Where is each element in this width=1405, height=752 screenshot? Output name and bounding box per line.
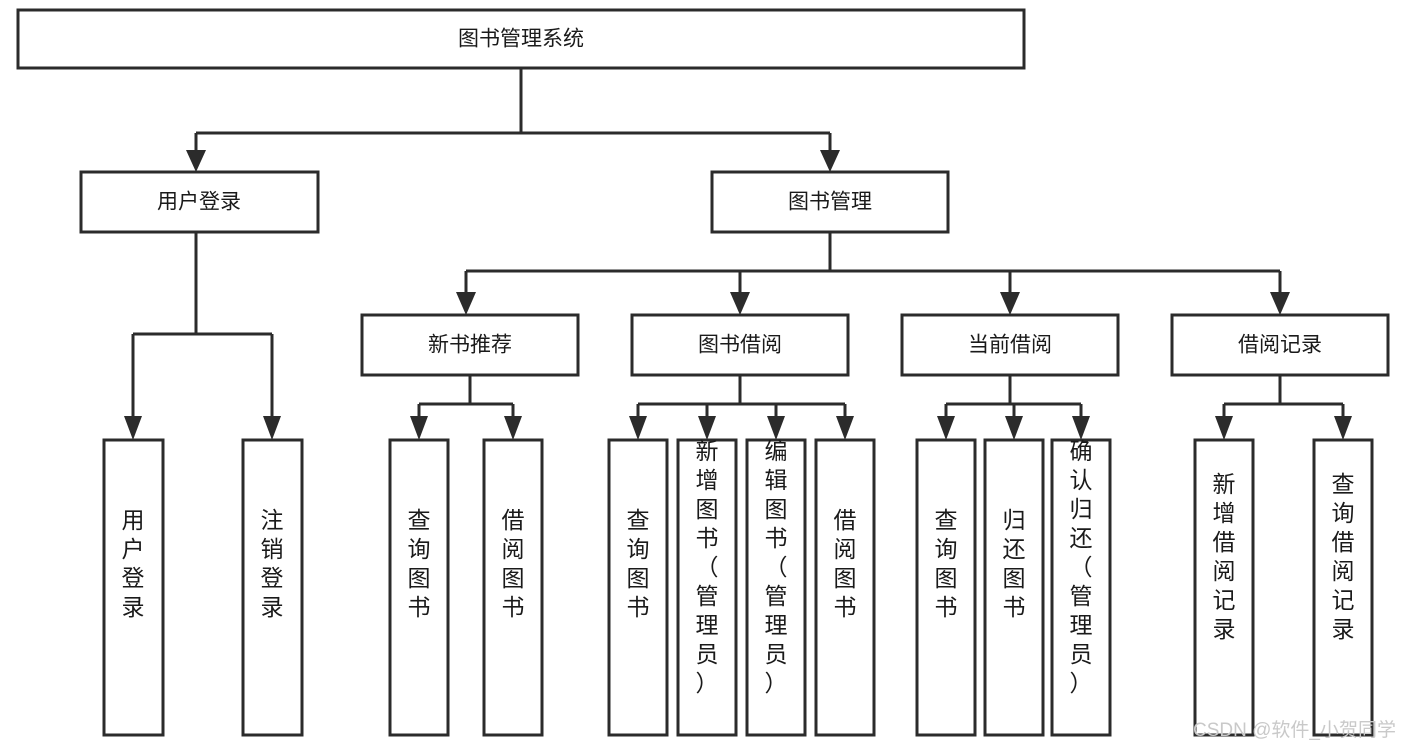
leaf-borrow-book-borrow-box[interactable] bbox=[814, 438, 876, 737]
arrowhead-user-leaf2 bbox=[263, 416, 281, 440]
arrowhead-user-leaf1 bbox=[124, 416, 142, 440]
node-root[interactable]: 图书管理系统 bbox=[16, 8, 1026, 70]
node-book-borrow-box[interactable] bbox=[630, 313, 850, 377]
node-current-borrow[interactable]: 当前借阅 bbox=[900, 313, 1120, 377]
arrowhead-record-leaf1 bbox=[1215, 416, 1233, 440]
arrowhead-borrow-leaf4 bbox=[836, 416, 854, 440]
leaf-return-book-label: 归还图书 bbox=[1003, 507, 1026, 620]
leaf-user-login-box[interactable] bbox=[102, 438, 165, 737]
leaf-logout-label: 注销登录 bbox=[261, 507, 284, 620]
node-new-book-recommend[interactable]: 新书推荐 bbox=[360, 313, 580, 377]
node-root-box[interactable] bbox=[16, 8, 1026, 70]
arrowhead-current-leaf3 bbox=[1072, 416, 1090, 440]
leaf-query-borrow-record-label: 查询借阅记录 bbox=[1332, 471, 1355, 642]
leaf-borrow-book-new-box[interactable] bbox=[482, 438, 544, 737]
leaf-query-borrow-record[interactable]: 查询借阅记录 bbox=[1312, 438, 1374, 737]
arrowhead-new-leaf1 bbox=[410, 416, 428, 440]
leaf-add-book-admin-box[interactable] bbox=[676, 438, 738, 737]
node-new-book-recommend-label: 新书推荐 bbox=[428, 334, 512, 357]
leaf-query-book-borrow[interactable]: 查询图书 bbox=[607, 438, 669, 737]
leaf-borrow-book-new-label: 借阅图书 bbox=[502, 507, 525, 620]
leaf-logout-box[interactable] bbox=[241, 438, 304, 737]
node-user-login-box[interactable] bbox=[79, 170, 320, 234]
leaf-return-book[interactable]: 归还图书 bbox=[983, 438, 1045, 737]
node-book-borrow-label: 图书借阅 bbox=[698, 334, 782, 357]
arrowhead-book-to-new bbox=[456, 292, 476, 315]
node-new-book-recommend-box[interactable] bbox=[360, 313, 580, 377]
leaf-query-book-current-label: 查询图书 bbox=[935, 507, 958, 620]
leaf-query-book-new-label: 查询图书 bbox=[408, 507, 431, 620]
leaf-user-login-label: 用户登录 bbox=[122, 507, 145, 620]
arrowhead-root-to-user bbox=[186, 150, 206, 172]
arrowhead-root-to-book bbox=[820, 150, 840, 172]
leaf-borrow-book-new[interactable]: 借阅图书 bbox=[482, 438, 544, 737]
leaf-borrow-book-borrow-label: 借阅图书 bbox=[834, 507, 857, 620]
node-book-management[interactable]: 图书管理 bbox=[710, 170, 950, 234]
arrowhead-borrow-leaf2 bbox=[698, 416, 716, 440]
node-user-login[interactable]: 用户登录 bbox=[79, 170, 320, 234]
leaf-add-borrow-record-box[interactable] bbox=[1193, 438, 1255, 737]
node-root-label: 图书管理系统 bbox=[458, 28, 584, 51]
node-user-login-label: 用户登录 bbox=[157, 191, 241, 214]
node-book-management-label: 图书管理 bbox=[788, 191, 872, 214]
leaf-query-book-new-box[interactable] bbox=[388, 438, 450, 737]
leaf-logout[interactable]: 注销登录 bbox=[241, 438, 304, 737]
leaf-query-book-current-box[interactable] bbox=[915, 438, 977, 737]
leaf-user-login[interactable]: 用户登录 bbox=[102, 438, 165, 737]
arrowhead-record-leaf2 bbox=[1334, 416, 1352, 440]
leaf-edit-book-admin[interactable]: 编辑图书（管理员） bbox=[745, 438, 807, 737]
leaf-query-book-borrow-box[interactable] bbox=[607, 438, 669, 737]
node-current-borrow-box[interactable] bbox=[900, 313, 1120, 377]
leaf-query-borrow-record-box[interactable] bbox=[1312, 438, 1374, 737]
arrowhead-borrow-leaf3 bbox=[767, 416, 785, 440]
node-book-borrow[interactable]: 图书借阅 bbox=[630, 313, 850, 377]
leaf-add-book-admin[interactable]: 新增图书（管理员） bbox=[676, 438, 738, 737]
leaf-edit-book-admin-label: 编辑图书（管理员） bbox=[765, 438, 788, 696]
leaf-add-borrow-record-label: 新增借阅记录 bbox=[1213, 471, 1236, 642]
node-borrow-record-label: 借阅记录 bbox=[1238, 334, 1322, 357]
leaf-return-book-box[interactable] bbox=[983, 438, 1045, 737]
leaf-borrow-book-borrow[interactable]: 借阅图书 bbox=[814, 438, 876, 737]
arrowhead-book-to-record bbox=[1270, 292, 1290, 315]
arrowhead-book-to-borrow bbox=[730, 292, 750, 315]
node-borrow-record-box[interactable] bbox=[1170, 313, 1390, 377]
arrowhead-book-to-current bbox=[1000, 292, 1020, 315]
leaf-confirm-return-admin[interactable]: 确认归还（管理员） bbox=[1050, 438, 1112, 737]
node-book-management-box[interactable] bbox=[710, 170, 950, 234]
leaf-confirm-return-admin-box[interactable] bbox=[1050, 438, 1112, 737]
edges-layer bbox=[124, 68, 1352, 440]
arrowhead-current-leaf2 bbox=[1005, 416, 1023, 440]
leaf-confirm-return-admin-label: 确认归还（管理员） bbox=[1070, 438, 1093, 696]
arrowhead-borrow-leaf1 bbox=[629, 416, 647, 440]
leaf-query-book-borrow-label: 查询图书 bbox=[627, 507, 650, 620]
csdn-watermark: CSDN @软件_小贺同学 bbox=[1193, 719, 1396, 741]
leaf-edit-book-admin-box[interactable] bbox=[745, 438, 807, 737]
node-borrow-record[interactable]: 借阅记录 bbox=[1170, 313, 1390, 377]
arrowhead-current-leaf1 bbox=[937, 416, 955, 440]
arrowhead-new-leaf2 bbox=[504, 416, 522, 440]
leaf-add-book-admin-label: 新增图书（管理员） bbox=[696, 438, 719, 696]
leaf-query-book-new[interactable]: 查询图书 bbox=[388, 438, 450, 737]
leaf-query-book-current[interactable]: 查询图书 bbox=[915, 438, 977, 737]
leaf-add-borrow-record[interactable]: 新增借阅记录 bbox=[1193, 438, 1255, 737]
node-current-borrow-label: 当前借阅 bbox=[968, 334, 1052, 357]
